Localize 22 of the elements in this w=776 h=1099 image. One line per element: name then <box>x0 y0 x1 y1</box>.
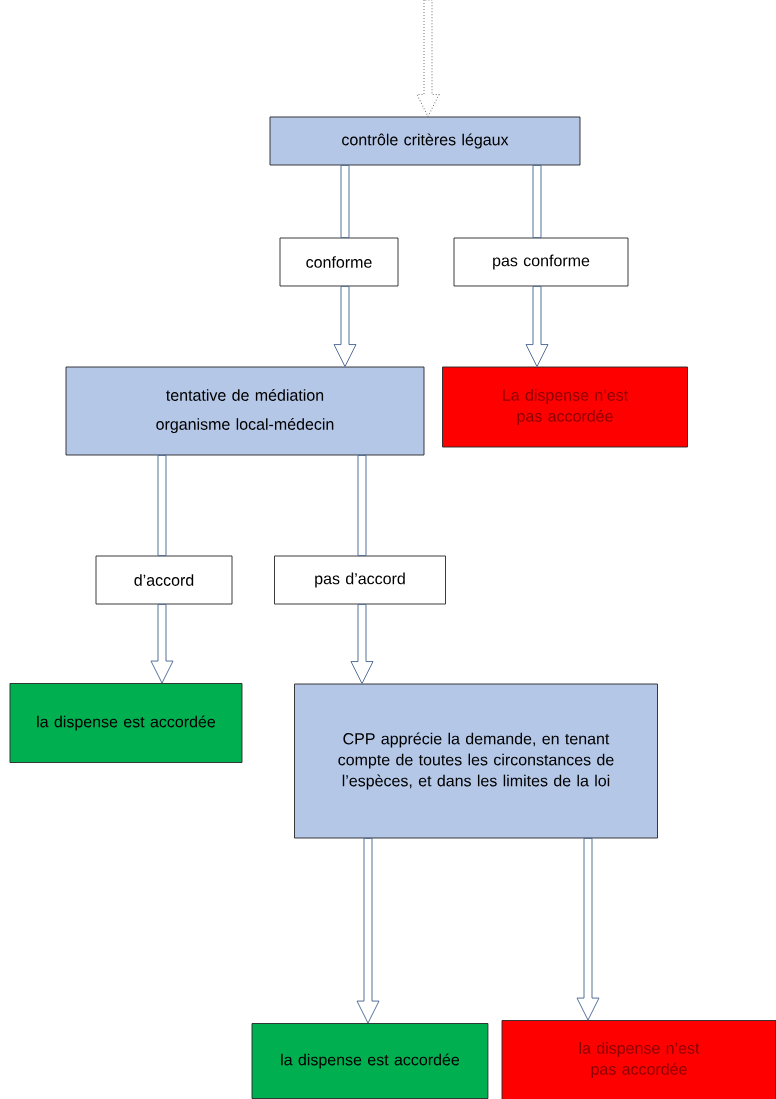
process-box: tentative de médiation organisme local-médecin <box>65 366 425 456</box>
hollow-arrow <box>356 838 380 1024</box>
hollow-arrow <box>333 286 357 367</box>
condition-box: pas d’accord <box>274 555 446 605</box>
hollow-arrow <box>357 455 367 556</box>
process-box: contrôle critères légaux <box>269 116 581 166</box>
hollow-arrow <box>157 455 167 556</box>
outcome-box: La dispense n’est pas accordée <box>442 366 688 448</box>
outcome-box: la dispense n’est pas accordée <box>501 1020 776 1099</box>
outcome-box: la dispense est accordée <box>251 1023 489 1099</box>
hollow-arrow <box>532 165 542 238</box>
condition-box: pas conforme <box>453 237 629 287</box>
hollow-arrow <box>340 165 350 238</box>
process-box: CPP apprécie la demande, en tenant compte de toutes les circonstances de l’espèces, et dans les limites de la loi <box>294 683 658 839</box>
condition-box: d’accord <box>95 555 233 605</box>
hollow-arrow <box>150 604 174 684</box>
outcome-box: la dispense est accordée <box>9 683 243 763</box>
hollow-arrow <box>525 286 549 367</box>
hollow-arrow <box>576 838 600 1021</box>
condition-box: conforme <box>279 237 399 287</box>
hollow-arrow <box>350 604 374 684</box>
hollow-arrow <box>416 0 440 118</box>
